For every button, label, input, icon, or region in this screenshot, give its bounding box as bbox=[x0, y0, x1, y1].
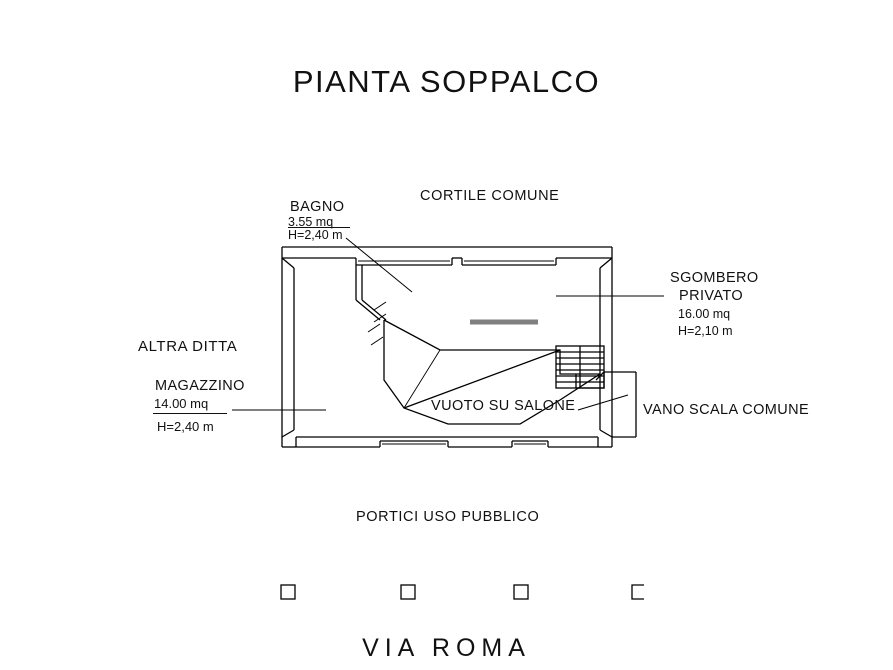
partition-hatch bbox=[367, 301, 387, 346]
label-magazzino-name: MAGAZZINO bbox=[155, 378, 245, 394]
bagno-partition bbox=[355, 265, 387, 321]
label-vuoto-su-salone: VUOTO SU SALONE bbox=[431, 398, 576, 414]
label-bagno-area: 3.55 mq bbox=[288, 215, 334, 229]
staircase bbox=[555, 345, 605, 389]
label-altra-ditta: ALTRA DITTA bbox=[138, 338, 238, 355]
label-portici-uso-pubblico: PORTICI USO PUBBLICO bbox=[356, 509, 540, 525]
label-magazzino-area: 14.00 mq bbox=[154, 396, 209, 411]
top-wall-openings bbox=[282, 257, 612, 266]
label-sgombero-height: H=2,10 m bbox=[678, 324, 733, 338]
leader-lines bbox=[232, 237, 664, 411]
left-wall bbox=[281, 257, 297, 448]
stair-room-walls bbox=[604, 371, 637, 438]
pavement-markers bbox=[280, 584, 644, 600]
label-vano-scala-comune: VANO SCALA COMUNE bbox=[643, 402, 810, 418]
bottom-wall bbox=[296, 436, 598, 448]
label-sgombero-name: SGOMBERO bbox=[670, 270, 759, 286]
label-bagno-name: BAGNO bbox=[290, 199, 345, 215]
label-magazzino-height: H=2,40 m bbox=[157, 419, 214, 434]
magazzino-area-underline bbox=[153, 413, 227, 414]
top-wall bbox=[281, 246, 613, 258]
label-sgombero-area: 16.00 mq bbox=[678, 307, 731, 321]
void-fold-lines bbox=[403, 349, 561, 425]
label-cortile-comune: CORTILE COMUNE bbox=[420, 188, 560, 204]
label-bagno-height: H=2,40 m bbox=[288, 228, 343, 242]
label-via-roma: VIA ROMA bbox=[362, 634, 531, 662]
bagno-area-underline bbox=[288, 227, 350, 228]
page-title: PIANTA SOPPALCO bbox=[292, 64, 601, 99]
label-sgombero-name-2: PRIVATO bbox=[679, 288, 744, 304]
